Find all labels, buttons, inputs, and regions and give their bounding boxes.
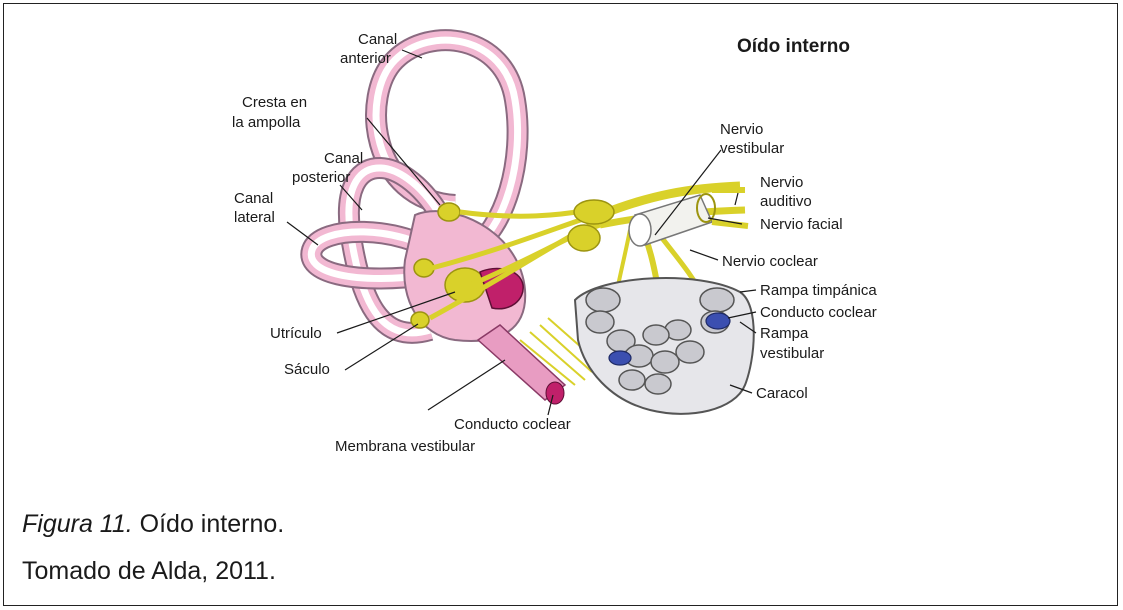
label-canal-posterior-1: Canal (324, 150, 363, 167)
label-saculo: Sáculo (284, 361, 330, 378)
label-rampa-vestibular-2: vestibular (760, 345, 824, 362)
label-nervio-auditivo-1: Nervio (760, 174, 803, 191)
label-cresta-1: Cresta en (242, 94, 307, 111)
ampulla-posterior (411, 312, 429, 328)
label-utriculo: Utrículo (270, 325, 322, 342)
label-nervio-coclear: Nervio coclear (722, 253, 818, 270)
cochlear-duct-blue (706, 313, 730, 329)
figure-source: Tomado de Alda, 2011. (22, 557, 276, 586)
label-rampa-timpanica: Rampa timpánica (760, 282, 877, 299)
label-nervio-facial: Nervio facial (760, 216, 843, 233)
diagram-title: Oído interno (737, 36, 850, 57)
label-canal-anterior-2: anterior (340, 50, 391, 67)
label-nervio-vestibular-2: vestibular (720, 140, 784, 157)
label-canal-lateral-2: lateral (234, 209, 275, 226)
label-conducto-coclear-right: Conducto coclear (760, 304, 877, 321)
label-caracol: Caracol (756, 385, 808, 402)
label-canal-lateral-1: Canal (234, 190, 273, 207)
label-membrana-vestibular: Membrana vestibular (335, 438, 475, 455)
cochlea (575, 278, 754, 414)
figure-text: Oído interno. (133, 510, 284, 538)
label-conducto-coclear-bottom: Conducto coclear (454, 416, 571, 433)
label-rampa-vestibular-1: Rampa (760, 325, 809, 342)
inner-ear-diagram: Oído interno Canal anterior Cresta en la… (0, 0, 1123, 470)
label-canal-anterior-1: Canal (358, 31, 397, 48)
inner-ear-figure: Oído interno Canal anterior Cresta en la… (0, 0, 1123, 470)
label-canal-posterior-2: posterior (292, 169, 350, 186)
ampulla-lateral (414, 259, 434, 277)
figure-caption: Figura 11. Oído interno. (22, 510, 284, 539)
figure-label: Figura 11. (22, 510, 133, 538)
label-cresta-2: la ampolla (232, 114, 301, 131)
ampulla-crest (438, 203, 460, 221)
label-nervio-vestibular-1: Nervio (720, 121, 763, 138)
label-nervio-auditivo-2: auditivo (760, 193, 812, 210)
